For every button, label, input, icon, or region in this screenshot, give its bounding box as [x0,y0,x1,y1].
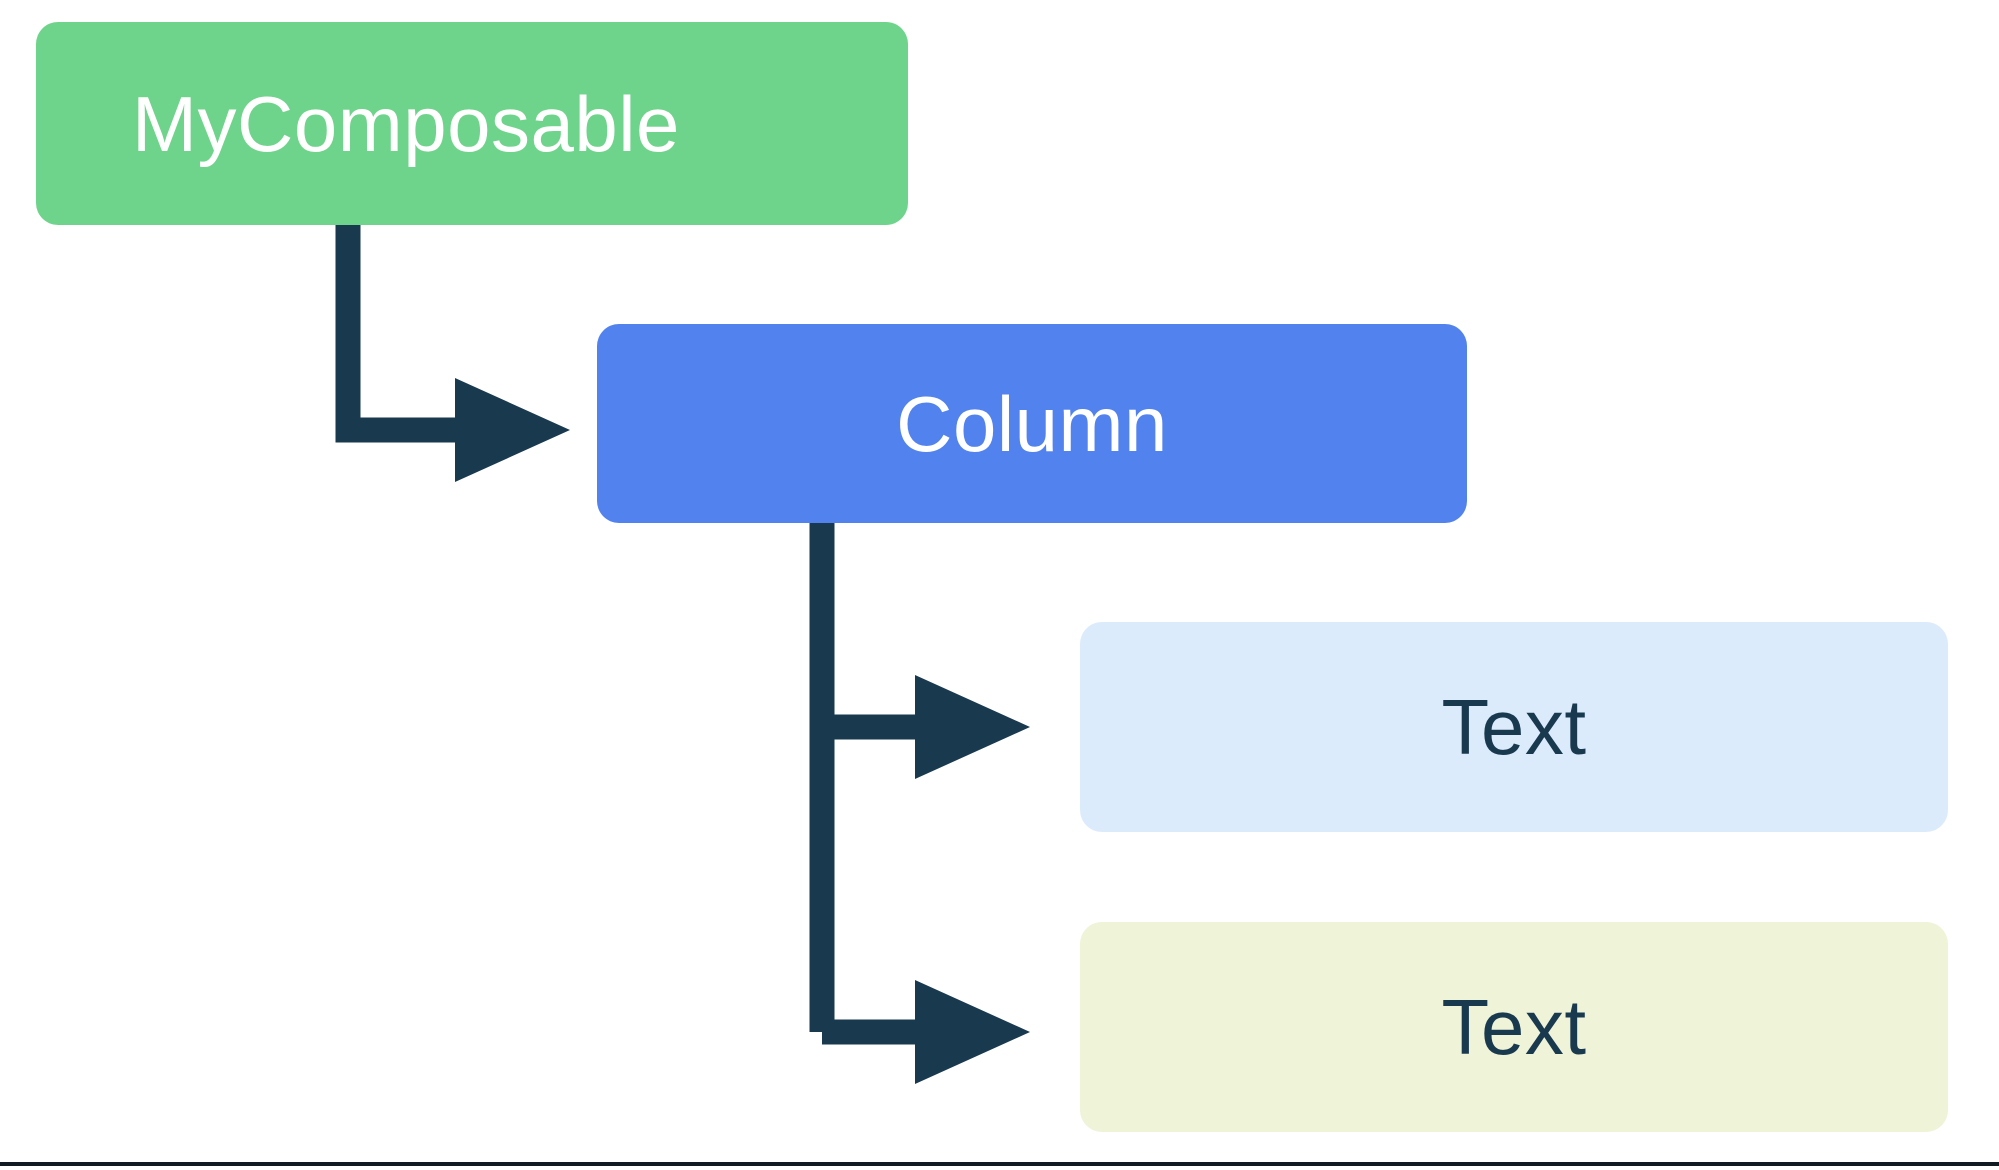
edge-root-to-column-line [335,224,460,443]
node-mycomposable-label: MyComposable [132,79,680,168]
edge-root-to-column-arrowhead [455,378,570,482]
node-mycomposable[interactable]: MyComposable [36,22,908,225]
node-column-label: Column [896,379,1168,468]
footer-divider [0,1162,1999,1166]
edge-root-to-column [335,224,570,482]
edge-column-to-text-1 [822,675,1030,779]
edge-column-to-text-2 [822,980,1030,1084]
edge-column-to-text-2-arrowhead [915,980,1030,1084]
node-text-secondary[interactable]: Text [1080,922,1948,1132]
node-text-primary-label: Text [1441,683,1587,771]
node-column[interactable]: Column [597,324,1467,523]
edge-column-to-text-1-arrowhead [915,675,1030,779]
node-text-secondary-label: Text [1441,983,1587,1071]
node-text-primary[interactable]: Text [1080,622,1948,832]
